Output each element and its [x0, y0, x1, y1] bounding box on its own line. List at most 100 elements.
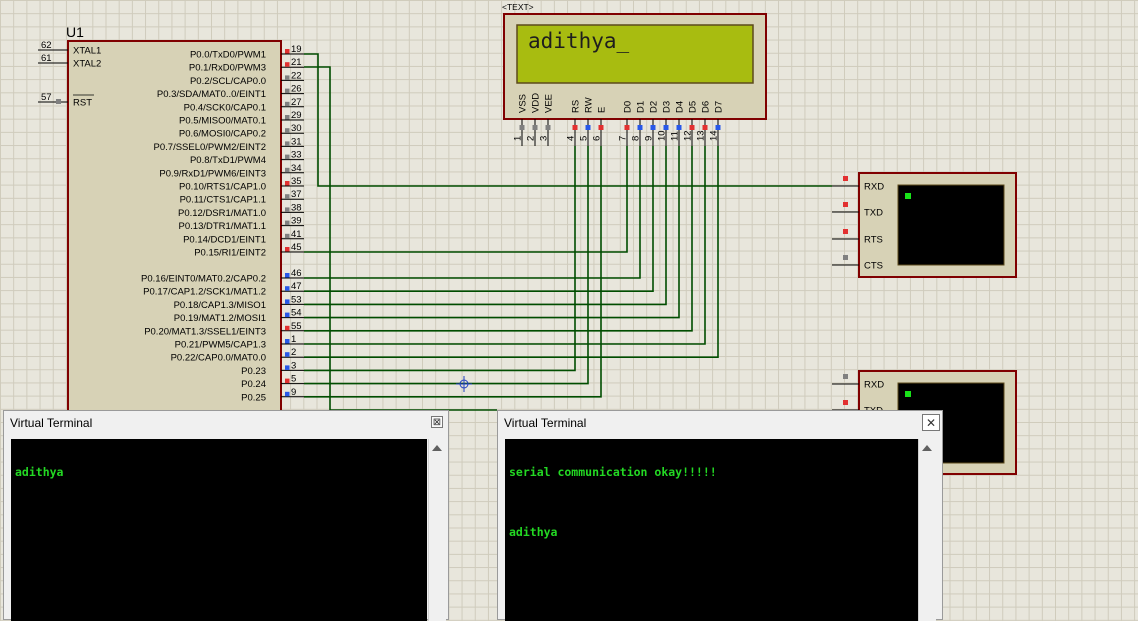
wire[interactable] [304, 146, 706, 345]
pin-name: P0.4/SCK0/CAP0.1 [184, 102, 266, 113]
lcd-pin-d1[interactable]: D18 [631, 101, 647, 146]
terminal-cursor [905, 193, 911, 199]
lcd-pin-rs[interactable]: RS4 [566, 100, 582, 146]
wire[interactable] [304, 146, 628, 253]
mcu-pin-33[interactable]: P0.8/TxD1/PWM4 33 [190, 150, 304, 167]
terminal-pin-txd[interactable]: TXD [832, 202, 883, 219]
window-titlebar[interactable]: Virtual Terminal ✕ [498, 411, 942, 435]
wire[interactable] [304, 146, 576, 372]
probe-crosshair-icon[interactable] [456, 376, 472, 392]
pin-number: 3 [291, 360, 296, 371]
wire[interactable] [304, 146, 589, 385]
wire[interactable] [304, 146, 641, 279]
pin-number: 33 [291, 150, 302, 161]
mcu-body[interactable] [67, 40, 282, 422]
close-icon[interactable]: ✕ [922, 414, 940, 431]
pin-number: 26 [291, 84, 302, 95]
pin-name: P0.8/TxD1/PWM4 [190, 155, 266, 166]
vertical-scrollbar[interactable] [428, 439, 446, 621]
pin-name: E [597, 107, 608, 113]
lcd-module[interactable]: <TEXT> adithya_ VSS1VDD2VEE3RS4RW5E6D07D… [502, 2, 767, 146]
terminal-output[interactable]: adithya [11, 439, 427, 621]
lcd-pin-e[interactable]: E6 [592, 107, 608, 146]
pin-name: D1 [636, 101, 647, 113]
close-icon[interactable]: ⊠ [431, 416, 443, 428]
pin-name: RW [584, 97, 595, 113]
lcd-display-text: adithya_ [528, 29, 630, 53]
virtual-terminal-window-2[interactable]: Virtual Terminal ✕ serial communication … [497, 410, 943, 621]
pin-name: P0.9/RxD1/PWM6/EINT3 [159, 168, 266, 179]
pin-name: P0.16/EINT0/MAT0.2/CAP0.2 [141, 274, 266, 285]
pin-name: D0 [623, 101, 634, 113]
lcd-pin-d0[interactable]: D07 [618, 101, 634, 146]
virtual-terminal-window-1[interactable]: Virtual Terminal ⊠ adithya [3, 410, 449, 621]
wire[interactable] [304, 146, 602, 398]
pin-number: 22 [291, 70, 302, 81]
terminal-pin-cts[interactable]: CTS [832, 255, 883, 272]
pin-number: 61 [41, 53, 52, 64]
pin-number: 12 [683, 130, 694, 141]
lcd-pin-d2[interactable]: D29 [644, 101, 660, 146]
wire[interactable] [304, 146, 680, 319]
wire[interactable] [304, 146, 719, 358]
vertical-scrollbar[interactable] [918, 439, 936, 621]
terminal-pin-rxd[interactable]: RXD [832, 176, 884, 193]
wire[interactable] [304, 66, 497, 411]
wires[interactable] [304, 53, 832, 411]
terminal-pin-rxd[interactable]: RXD [832, 374, 884, 391]
pin-number: 45 [291, 242, 302, 253]
scroll-up-arrow-icon[interactable] [432, 445, 442, 451]
terminal-output[interactable]: serial communication okay!!!!! adithya [505, 439, 933, 621]
pin-number: 5 [579, 136, 590, 141]
window-titlebar[interactable]: Virtual Terminal ⊠ [4, 411, 448, 435]
scroll-up-arrow-icon[interactable] [922, 445, 932, 451]
wire[interactable] [304, 146, 667, 306]
pin-name: XTAL1 [73, 46, 101, 57]
terminal-component-1[interactable]: RXD TXD RTS CTS [832, 172, 1017, 278]
terminal-pin-rts[interactable]: RTS [832, 229, 883, 246]
wire[interactable] [304, 146, 654, 292]
pin-name: P0.11/CTS1/CAP1.1 [180, 195, 266, 206]
wire[interactable] [304, 146, 693, 332]
terminal-line: adithya [15, 465, 64, 479]
lcd-pin-rw[interactable]: RW 5 [579, 97, 595, 146]
